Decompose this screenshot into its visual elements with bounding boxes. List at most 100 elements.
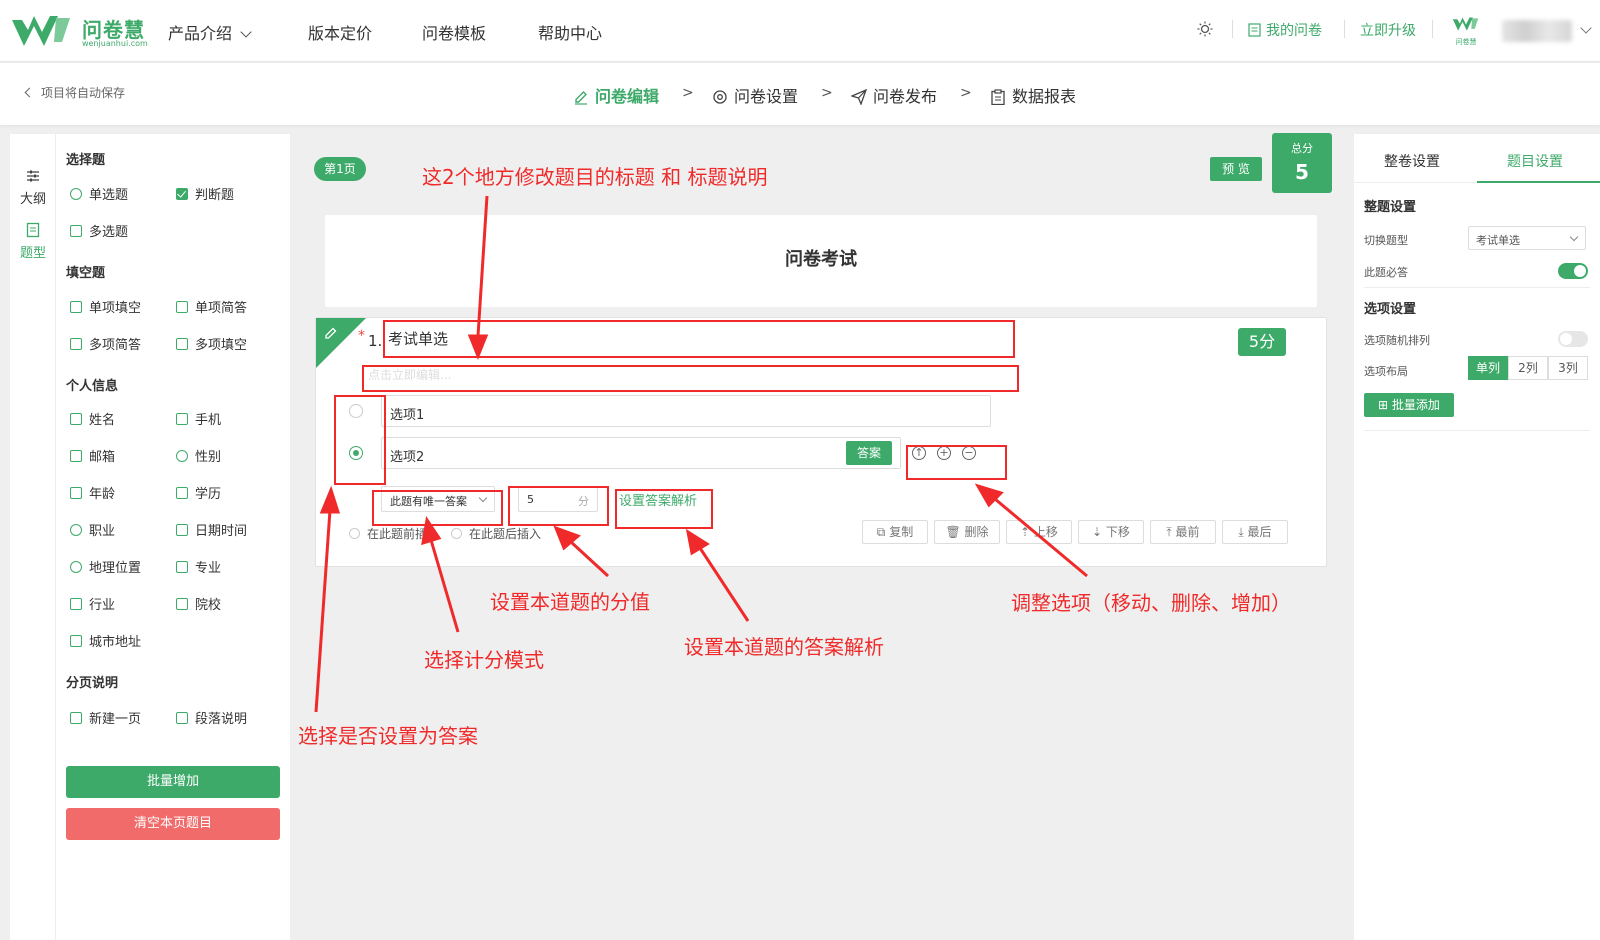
palette-item-school[interactable]: 院校 bbox=[176, 594, 221, 613]
tab-whole-survey[interactable]: 整卷设置 bbox=[1384, 154, 1440, 170]
copy-button[interactable]: ⧉ 复制 bbox=[862, 520, 928, 544]
radio-icon bbox=[451, 528, 462, 539]
divider bbox=[1344, 20, 1345, 38]
move-top-button[interactable]: ⤒ 最前 bbox=[1150, 520, 1216, 544]
palette-item-multi-fill[interactable]: 多项填空 bbox=[176, 334, 247, 353]
palette-item-education[interactable]: 学历 bbox=[176, 483, 221, 502]
survey-title[interactable]: 问卷考试 bbox=[785, 249, 857, 270]
nav-product-intro[interactable]: 产品介绍 bbox=[168, 20, 252, 44]
random-order-toggle[interactable] bbox=[1558, 331, 1588, 347]
delete-button[interactable]: 🗑 删除 bbox=[934, 520, 1000, 544]
palette-item-judge[interactable]: 判断题 bbox=[176, 184, 234, 203]
tab-question-settings[interactable]: 题目设置 bbox=[1507, 154, 1563, 170]
left-icon-bar: 大纲 题型 bbox=[10, 134, 56, 940]
palette-item-age[interactable]: 年龄 bbox=[70, 483, 115, 502]
insert-before-option[interactable]: 在此题前插入 bbox=[349, 525, 439, 542]
scoring-mode-select[interactable]: 此题有唯一答案 bbox=[381, 486, 495, 512]
palette-item-paragraph[interactable]: 段落说明 bbox=[176, 708, 247, 727]
graduation-cap-icon bbox=[176, 487, 188, 499]
required-toggle[interactable] bbox=[1558, 263, 1588, 279]
switch-type-select[interactable]: 考试单选 bbox=[1468, 226, 1586, 250]
palette-item-label: 手机 bbox=[195, 413, 222, 428]
palette-item-city[interactable]: 城市地址 bbox=[70, 631, 141, 650]
outline-tab[interactable]: 大纲 bbox=[10, 168, 56, 207]
palette-item-job[interactable]: 职业 bbox=[70, 520, 115, 539]
batch-add-options-button[interactable]: ⊞ 批量添加 bbox=[1364, 393, 1454, 417]
step-survey-settings[interactable]: 问卷设置 bbox=[712, 83, 798, 107]
layout-two-columns[interactable]: 2列 bbox=[1508, 356, 1548, 380]
autosave-text: 项目将自动保存 bbox=[41, 86, 126, 100]
preview-button[interactable]: 预 览 bbox=[1210, 157, 1262, 181]
palette-item-gender[interactable]: 性别 bbox=[176, 446, 221, 465]
palette-item-email[interactable]: 邮箱 bbox=[70, 446, 115, 465]
question-description-input[interactable]: 点击立即编辑... bbox=[368, 368, 452, 382]
edit-corner[interactable] bbox=[316, 318, 366, 368]
move-up-button[interactable]: ⇡ 上移 bbox=[1006, 520, 1072, 544]
palette-item-datetime[interactable]: 日期时间 bbox=[176, 520, 247, 539]
random-order-label: 选项随机排列 bbox=[1364, 334, 1430, 347]
edit-pencil-icon[interactable] bbox=[324, 326, 338, 340]
layout-single-column[interactable]: 单列 bbox=[1468, 356, 1508, 380]
palette-item-label: 单选题 bbox=[89, 188, 129, 203]
annotation-box-description bbox=[362, 365, 1019, 392]
annotation-score-tip: 设置本道题的分值 bbox=[490, 590, 650, 614]
palette-item-new-page[interactable]: 新建一页 bbox=[70, 708, 141, 727]
survey-title-card[interactable]: 问卷考试 bbox=[325, 215, 1317, 307]
palette-item-industry[interactable]: 行业 bbox=[70, 594, 115, 613]
move-down-button[interactable]: ⇣ 下移 bbox=[1078, 520, 1144, 544]
option-1-input[interactable]: 选项1 bbox=[381, 395, 991, 427]
palette-item-multi-short[interactable]: 多项简答 bbox=[70, 334, 141, 353]
palette-item-label: 日期时间 bbox=[195, 524, 248, 539]
step-data-report[interactable]: 数据报表 bbox=[990, 83, 1076, 107]
paragraph-icon bbox=[176, 712, 188, 724]
step-label: 问卷编辑 bbox=[595, 87, 660, 106]
step-label: 问卷设置 bbox=[734, 87, 799, 106]
radio-icon bbox=[349, 528, 360, 539]
palette-item-single-choice[interactable]: 单选题 bbox=[70, 184, 128, 203]
chevron-left-icon bbox=[24, 87, 35, 98]
batch-add-button[interactable]: 批量增加 bbox=[66, 766, 280, 798]
step-survey-edit[interactable]: 问卷编辑 bbox=[573, 83, 659, 107]
plus-square-icon: ⊞ bbox=[1378, 398, 1392, 412]
move-down-label: 下移 bbox=[1105, 525, 1130, 539]
brand-logo[interactable]: 问卷慧 wenjuanhui.com bbox=[10, 8, 160, 54]
palette-item-major[interactable]: 专业 bbox=[176, 557, 221, 576]
move-top-label: 最前 bbox=[1175, 525, 1200, 539]
map-pin-icon bbox=[70, 561, 82, 573]
back-button[interactable]: 项目将自动保存 bbox=[24, 84, 126, 101]
nav-templates[interactable]: 问卷模板 bbox=[422, 24, 487, 43]
question-types-tab[interactable]: 题型 bbox=[10, 222, 56, 261]
insert-after-option[interactable]: 在此题后插入 bbox=[451, 525, 541, 542]
palette-item-label: 多选题 bbox=[89, 225, 129, 240]
nav-pricing[interactable]: 版本定价 bbox=[308, 24, 373, 43]
set-analysis-link[interactable]: 设置答案解析 bbox=[619, 494, 698, 509]
page-badge[interactable]: 第1页 bbox=[314, 157, 366, 181]
theme-sun-icon[interactable] bbox=[1197, 21, 1213, 37]
option-2-answer-radio[interactable] bbox=[349, 446, 363, 460]
globe-icon bbox=[70, 524, 82, 536]
my-surveys-link[interactable]: 我的问卷 bbox=[1248, 20, 1322, 40]
palette-item-name[interactable]: 姓名 bbox=[70, 409, 115, 428]
move-bottom-label: 最后 bbox=[1247, 525, 1272, 539]
clear-page-button[interactable]: 清空本页题目 bbox=[66, 808, 280, 840]
upgrade-link[interactable]: 立即升级 bbox=[1360, 23, 1416, 39]
arrow-bottom-icon: ⤓ bbox=[1238, 525, 1248, 539]
palette-item-single-short[interactable]: 单项简答 bbox=[176, 297, 247, 316]
option-2-input[interactable]: 选项2 bbox=[381, 437, 901, 469]
nav-help[interactable]: 帮助中心 bbox=[538, 24, 603, 43]
step-survey-publish[interactable]: 问卷发布 bbox=[850, 83, 937, 107]
settings-panel: 整卷设置 题目设置 整题设置 切换题型 考试单选 此题必答 选项设置 选项随机排… bbox=[1354, 134, 1600, 940]
palette-item-single-fill[interactable]: 单项填空 bbox=[70, 297, 141, 316]
arrow-up-icon: ⇡ bbox=[1020, 525, 1034, 539]
question-title-input[interactable]: 考试单选 bbox=[388, 330, 449, 348]
user-avatar-name[interactable] bbox=[1502, 20, 1572, 42]
palette-item-multi-choice[interactable]: 多选题 bbox=[70, 221, 128, 240]
move-bottom-button[interactable]: ⤓ 最后 bbox=[1222, 520, 1288, 544]
palette-item-location[interactable]: 地理位置 bbox=[70, 557, 141, 576]
palette-item-phone[interactable]: 手机 bbox=[176, 409, 221, 428]
palette-item-label: 判断题 bbox=[195, 188, 235, 203]
option-1-answer-radio[interactable] bbox=[349, 404, 363, 418]
layout-three-columns[interactable]: 3列 bbox=[1548, 356, 1588, 380]
answer-tag-button[interactable]: 答案 bbox=[846, 441, 892, 465]
chevron-down-icon[interactable] bbox=[1580, 22, 1592, 34]
